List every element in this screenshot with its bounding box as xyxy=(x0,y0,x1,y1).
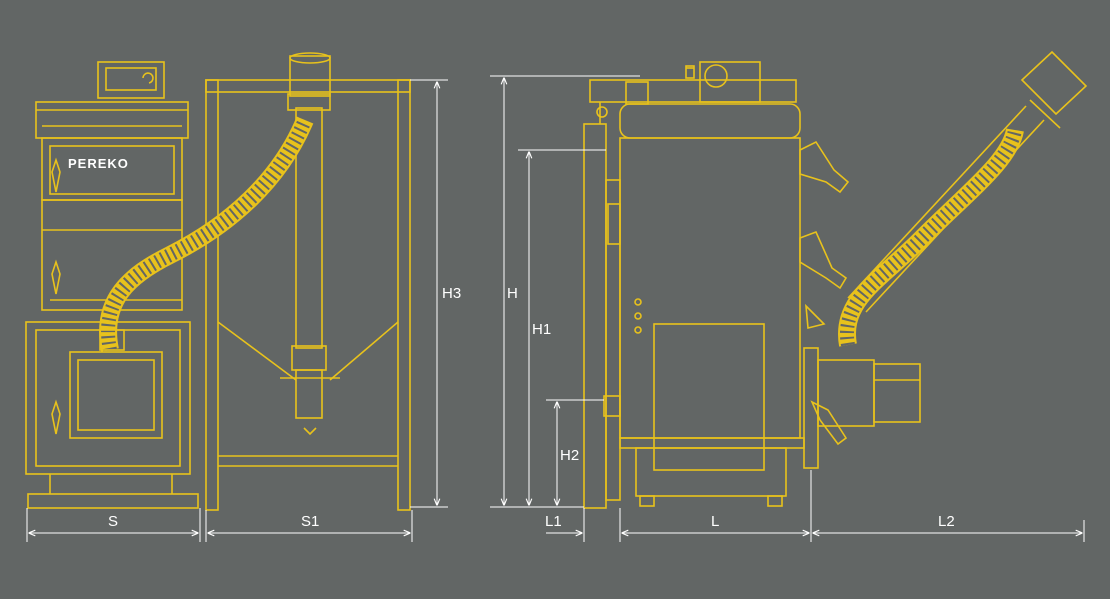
front-flex-hose xyxy=(99,116,314,352)
dim-label-h3: H3 xyxy=(442,285,461,302)
dim-label-h2: H2 xyxy=(560,447,579,464)
side-view-boiler xyxy=(583,50,1088,509)
dim-label-s1: S1 xyxy=(301,513,319,530)
brand-label: PEREKO xyxy=(68,156,129,171)
front-view-hopper xyxy=(205,52,411,511)
dim-label-s: S xyxy=(108,513,118,530)
dim-label-l: L xyxy=(711,513,719,530)
front-view-boiler xyxy=(25,61,199,509)
dim-label-l1: L1 xyxy=(545,513,562,530)
dimension-lines xyxy=(26,75,1085,542)
dim-label-h: H xyxy=(507,285,518,302)
side-flex-hose xyxy=(838,127,1024,347)
dim-label-h1: H1 xyxy=(532,321,551,338)
dim-label-l2: L2 xyxy=(938,513,955,530)
